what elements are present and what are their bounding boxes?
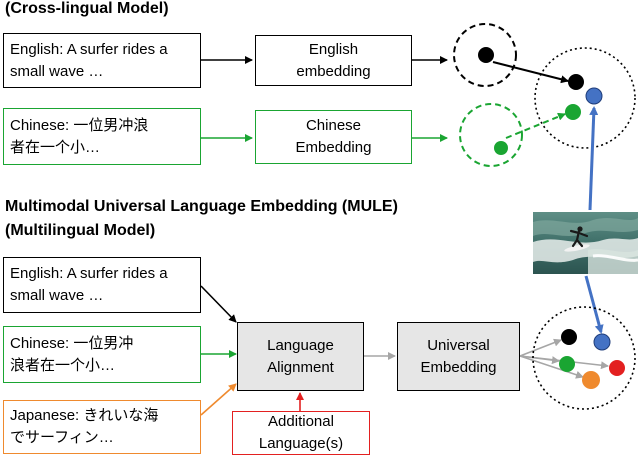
english-embedding-text: English embedding [296,40,371,80]
shared-image-dot [585,87,603,105]
bottom-chinese-input-text: Chinese: 一位男冲 浪者在一个小… [10,334,134,374]
bottom-orange-dot [582,371,600,389]
title-mule: Multimodal Universal Language Embedding … [5,198,398,215]
title-multilingual: (Multilingual Model) [5,222,156,239]
additional-languages-text: Additional Language(s) [258,413,344,452]
japanese-input-box: Japanese: きれいな海 でサーフィン… [3,400,201,454]
shared-english-dot [568,74,584,90]
arrow-universal-to-black [519,338,562,357]
arrow-image-to-bottom-circle [584,275,604,334]
language-alignment-text: Language Alignment [267,336,334,376]
universal-embedding-box: Universal Embedding [397,322,520,391]
shared-chinese-dot [565,104,581,120]
arrow-universal-to-orange [519,355,584,379]
english-cluster-circle [453,23,517,87]
arrow-chinese-into-shared [505,112,566,139]
shared-space-circle-top [534,47,636,149]
bottom-english-dot [561,329,577,345]
chinese-cluster-circle [459,103,523,167]
chinese-input-text: Chinese: 一位男冲浪 者在一个小… [10,116,149,156]
arrow-bottom-english-to-alignment [200,285,237,323]
english-dot [478,47,494,63]
chinese-embedding-box: Chinese Embedding [255,110,412,164]
bottom-english-input-text: English: A surfer rides a small wave … [10,265,168,304]
chinese-embedding-text: Chinese Embedding [295,117,372,156]
language-alignment-box: Language Alignment [237,322,364,391]
surfer-image-drawing [533,212,638,274]
arrow-english-into-shared [492,61,569,84]
english-embedding-box: English embedding [255,35,412,86]
chinese-dot [494,141,508,155]
chinese-input-box: Chinese: 一位男冲浪 者在一个小… [3,108,201,165]
bottom-red-dot [609,360,625,376]
universal-embedding-text: Universal Embedding [420,336,497,376]
english-input-text: English: A surfer rides a small wave … [10,40,168,80]
bottom-chinese-input-box: Chinese: 一位男冲 浪者在一个小… [3,326,201,383]
arrow-image-to-top-circle [588,106,599,211]
bottom-english-input-box: English: A surfer rides a small wave … [3,257,201,313]
arrow-bottom-japanese-to-alignment [200,383,237,416]
bottom-image-dot [593,333,611,351]
surfer-photo [533,212,638,274]
additional-languages-box: Additional Language(s) [232,411,370,455]
bottom-chinese-dot [559,356,575,372]
english-input-box: English: A surfer rides a small wave … [3,33,201,88]
japanese-input-text: Japanese: きれいな海 でサーフィン… [10,407,159,446]
shared-space-circle-bottom [532,306,636,410]
title-cross-lingual: (Cross-lingual Model) [5,0,169,17]
